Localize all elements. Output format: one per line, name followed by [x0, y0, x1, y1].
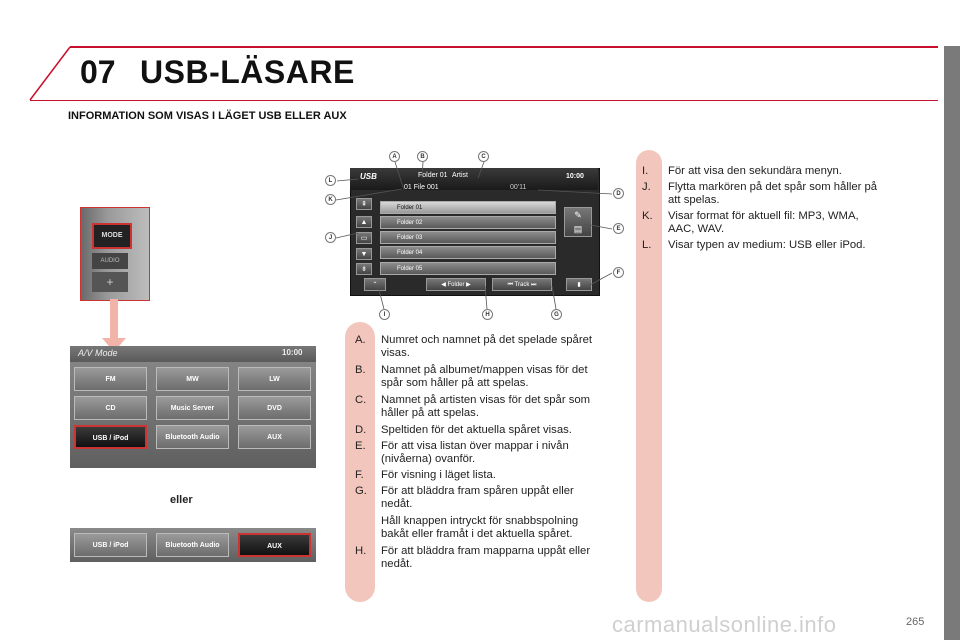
arrow-down-icon	[110, 299, 118, 341]
av-button-aux: AUX	[238, 425, 311, 449]
folder-row: Folder 02	[380, 216, 556, 229]
page-number: 265	[906, 616, 925, 628]
callout-d: D	[613, 188, 624, 199]
folder-nav-label: Folder	[447, 282, 465, 288]
folder-row: Folder 01	[380, 201, 556, 214]
list-view-icon: ✎▤	[564, 207, 592, 237]
usb-folder-name: Folder 01	[418, 172, 448, 179]
av-button-mw: MW	[156, 367, 229, 391]
item-text: För att visa den sekundära menyn.	[668, 165, 842, 177]
callout-f: F	[613, 267, 624, 278]
item-letter: K.	[642, 210, 653, 222]
usb-screen-header	[350, 168, 598, 190]
callout-g: G	[551, 309, 562, 320]
usb-source-label: USB	[360, 172, 377, 181]
usb-artist-name: Artist	[452, 172, 468, 179]
av-mode-title: A/V Mode	[78, 348, 118, 358]
item-letter: E.	[355, 440, 366, 452]
bar-button-bluetooth-audio: Bluetooth Audio	[156, 533, 229, 557]
usb-file-name: 01 File 001	[404, 184, 439, 191]
item-letter: H.	[355, 545, 367, 557]
scroll-down-icon: ▼	[356, 248, 372, 260]
letter-column-left	[345, 322, 375, 602]
item-letter: J.	[642, 181, 651, 193]
item-text: Visar typen av medium: USB eller iPod.	[668, 239, 866, 251]
item-letter: D.	[355, 424, 367, 436]
item-text: Speltiden för det aktuella spåret visas.	[381, 424, 572, 436]
current-track-icon: ▭	[356, 232, 372, 244]
av-button-fm: FM	[74, 367, 147, 391]
av-button-cd: CD	[74, 396, 147, 420]
callout-i: I	[379, 309, 390, 320]
item-text: För visning i läget lista.	[381, 469, 496, 481]
plus-button: +	[92, 272, 128, 292]
callout-h: H	[482, 309, 493, 320]
item-letter: L.	[642, 239, 652, 251]
av-button-music-server: Music Server	[156, 396, 229, 420]
callout-l: L	[325, 175, 336, 186]
item-text: Namnet på artisten visas för det spår so…	[381, 394, 591, 419]
watermark: carmanualsonline.info	[612, 612, 837, 637]
folder-row: Folder 05	[380, 262, 556, 275]
callout-k: K	[325, 194, 336, 205]
av-button-dvd: DVD	[238, 396, 311, 420]
item-letter: F.	[355, 469, 364, 481]
av-button-usb-ipod: USB / iPod	[74, 425, 147, 449]
item-text: Numret och namnet på det spelade spåret …	[381, 334, 593, 359]
av-mode-header	[70, 346, 316, 362]
callout-b: B	[417, 151, 428, 162]
top-of-list-icon: ⇞	[356, 198, 372, 210]
header-corner-line	[29, 46, 71, 101]
track-nav-button: ⏮ Track ⏭	[492, 278, 552, 291]
folder-row: Folder 03	[380, 231, 556, 244]
item-text: Håll knappen intryckt för snabbspolning …	[381, 515, 579, 540]
item-text: Visar format för aktuell fil: MP3, WMA, …	[668, 210, 859, 235]
item-letter: A.	[355, 334, 366, 346]
bar-button-aux: AUX	[238, 533, 311, 557]
item-text: För att visa listan över mappar i nivån …	[381, 440, 569, 465]
folder-nav-button: ◀ Folder ▶	[426, 278, 486, 291]
callout-e: E	[613, 223, 624, 234]
track-nav-label: Track	[514, 282, 530, 288]
section-heading: INFORMATION SOM VISAS I LÄGET USB ELLER …	[68, 110, 347, 122]
header-rule-top	[70, 46, 938, 48]
audio-button: AUDIO	[92, 253, 128, 269]
menu-icon: ⌃	[364, 278, 386, 291]
folder-row: Folder 04	[380, 246, 556, 259]
av-button-lw: LW	[238, 367, 311, 391]
av-mode-clock: 10:00	[282, 348, 303, 357]
chapter-number: 07	[80, 54, 116, 90]
bottom-of-list-icon: ⇟	[356, 263, 372, 275]
item-text: För att bläddra fram mapparna uppåt elle…	[381, 545, 591, 570]
letter-column-right	[636, 150, 662, 602]
usb-clock: 10:00	[566, 173, 584, 180]
usb-play-time: 00'11	[510, 184, 527, 191]
item-text: Flytta markören på det spår som håller p…	[668, 181, 878, 206]
or-label: eller	[170, 494, 193, 506]
mode-button: MODE	[92, 223, 132, 249]
secondary-menu-icon: ▮	[566, 278, 592, 291]
callout-j: J	[325, 232, 336, 243]
item-text: Namnet på albumet/mappen visas för det s…	[381, 364, 588, 389]
bar-button-usb-ipod: USB / iPod	[74, 533, 147, 557]
item-letter: I.	[642, 165, 649, 177]
header-rule-bottom	[30, 100, 938, 101]
item-letter: G.	[355, 485, 367, 497]
scroll-up-icon: ▲	[356, 216, 372, 228]
item-letter: C.	[355, 394, 367, 406]
callout-a: A	[389, 151, 400, 162]
page-title: USB-LÄSARE	[140, 54, 355, 90]
item-text: För att bläddra fram spåren uppåt eller …	[381, 485, 574, 510]
chapter-tab-bar	[944, 46, 960, 640]
av-button-bluetooth-audio: Bluetooth Audio	[156, 425, 229, 449]
item-letter: B.	[355, 364, 366, 376]
callout-c: C	[478, 151, 489, 162]
